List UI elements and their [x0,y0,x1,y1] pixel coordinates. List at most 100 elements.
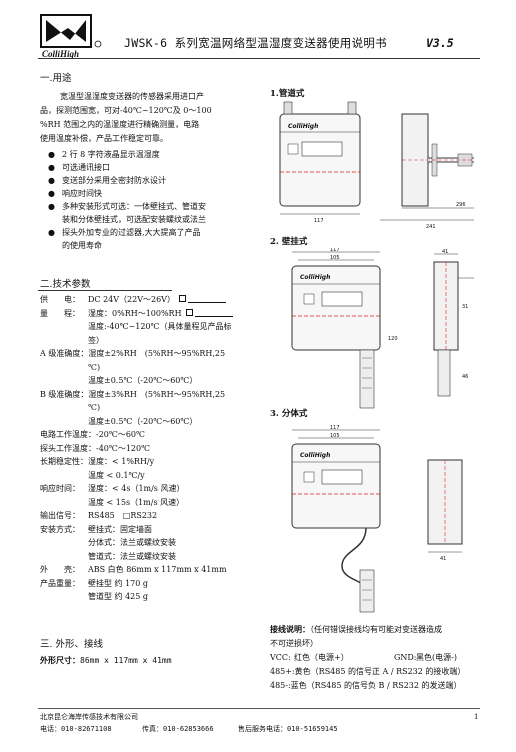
usage-line: 使用温度补偿，产品工作稳定可靠。 [40,134,168,143]
bullet-icon: ● [48,202,55,211]
usage-paragraph: 宽温型温湿度变送器的传感器采用进口产 品，探测范围宽，可对-40℃~120℃及 … [40,90,268,146]
section-heading-outline: 三. 外形、接线 [40,639,104,650]
feature-text: 多种安装形式可选：一体壁挂式、管道安装和分体壁挂式，可选配安装螺纹或法兰 [62,200,206,226]
spec-value: 温度 < 15s（1m/s 风速） [88,497,185,507]
feature-line: 可选通讯接口 [62,163,110,172]
spec-row: 输出信号：RS485 □RS232 [40,509,270,523]
fig1-dim-241: 241 [426,224,436,230]
spec-label: 电路工作温度： [40,430,96,439]
feature-line: 探头外加专业的过滤器,大大提高了产品 [62,228,201,237]
footer-company: 北京昆仑海岸传感技术有限公司 [40,713,138,721]
spec-row: 产品重量： 壁挂型 约 170 g [40,577,270,591]
spec-value: 温度 < 0.1℃/y [88,470,145,480]
bullet-icon: ● [48,150,55,159]
spec-row: 电路工作温度：-20℃～60℃ [40,428,270,442]
spec-row: 探头工作温度：-40℃～120℃ [40,442,270,456]
vcc-value: 红色（电源+） [294,653,349,662]
fig2-brand: ColliHigh [300,274,330,281]
wiring-heading: 接线说明： [270,624,310,634]
spec-value: 湿度：< 4s（1m/s 风速） [88,484,185,493]
feature-text: 2 行 8 字符液晶显示温湿度 [62,148,160,161]
spec-value: 湿度±3%RH (5%RH～95%RH,25 [88,389,226,399]
fig2-dim-41: 41 [442,249,448,255]
wiring-a-row: 485+:黄色（RS485 的信号正 A / RS232 的接收端） [270,665,482,679]
spec-label: 输出信号： [40,511,80,520]
footer-fax: 传真：010-62853666 [142,725,214,733]
document-title: JWSK-6 系列宽温网络型温湿度变送器使用说明书 [124,36,387,50]
feature-line: 变送部分采用全密封防水设计 [62,176,166,185]
spec-value: 温度±0.5℃（-20℃～60℃） [88,416,198,426]
spec-label: A 级准确度： [40,349,89,358]
fig2-dim-120: 120 [388,336,398,342]
figure-wall-mount: 117 105 ColliHigh 41 31 46 120 [262,247,482,422]
fig2-dim-105: 105 [330,255,340,261]
outline-size-value: 86mm x 117mm x 41mm [80,656,172,665]
spec-row: A 级准确度：湿度±2%RH (5%RH～95%RH,25 [40,347,270,361]
spec-value: -20℃～60℃ [96,430,145,439]
b-value: 蓝色（RS485 的信号负 B / RS232 的发送端） [290,681,462,690]
header-divider [38,58,480,59]
spec-label: B 级准确度： [40,389,89,399]
fig3-dim-117: 117 [330,425,340,431]
footer-service: 售后服务电话：010-51659145 [238,725,338,733]
spec-label: 产品重量： [40,578,80,588]
spec-label: 长期稳定性： [40,457,88,466]
spec-label: 外 壳： [40,565,80,574]
spec-row: 响应时间： 湿度：< 4s（1m/s 风速） [40,482,270,496]
usage-line: 宽温型温湿度变送器的传感器采用进口产 [60,92,204,101]
spec-value: 湿度：0%RH～100%RH [88,308,182,318]
b-label: 485-: [270,681,291,690]
feature-line: 多种安装形式可选：一体壁挂式、管道安 [62,202,206,211]
feature-item: ● 2 行 8 字符液晶显示温湿度 [48,148,272,161]
spec-row: B 级准确度：湿度±3%RH (5%RH～95%RH,25 [40,388,270,402]
wiring-b-row: 485-:蓝色（RS485 的信号负 B / RS232 的发送端） [270,679,482,693]
spec-row: ℃) [40,401,270,415]
spec-row: 量 程： 湿度：0%RH～100%RH [40,307,270,321]
spec-label: 安装方式： [40,524,80,534]
spec-value: 壁挂型 约 170 g [88,578,149,588]
spec-row: 签） [40,334,270,348]
spec-label: 响应时间： [40,484,80,493]
spec-row: 分体式：法兰或螺纹安装 [40,536,270,550]
spec-row: 温度 < 0.1℃/y [40,469,270,483]
spec-value: ABS 白色 86mm x 117mm x 41mm [88,565,227,574]
spec-row: 安装方式：壁挂式：固定墙面 [40,523,270,537]
section-heading-usage: 一.用途 [40,73,72,84]
bullet-icon: ● [48,189,55,198]
a-label: 485+: [270,667,295,676]
wiring-notes: 接线说明：（任何错误接线均有可能对变送器造成 不可逆损坏） VCC:红色（电源+… [270,622,482,693]
gnd-label: GND: [394,653,417,662]
spec-value: 管道型 约 425 g [88,592,149,601]
figure-split-mount: 117 105 ColliHigh 41 [262,420,482,624]
feature-line: 装和分体壁挂式，可选配安装螺纹或法兰 [62,215,206,224]
vcc-label: VCC: [270,653,291,662]
a-value: 黄色（RS485 的信号正 A / RS232 的接收端） [294,667,466,676]
wiring-warning: （任何错误接线均有可能对变送器造成 [310,625,442,634]
figure-duct-mount: ColliHigh 117 296 241 [262,100,482,234]
spec-label: 量 程： [40,308,80,318]
section-heading-specs: 二.技术参数 [40,279,91,290]
gnd-value: 黑色(电源-) [416,653,457,662]
feature-item: ●变送部分采用全密封防水设计 [48,174,272,187]
footer-tel: 电话：010-82671108 [40,725,112,733]
spec-row: 温度 < 15s（1m/s 风速） [40,496,270,510]
spec-value: 湿度：< 1%RH/y [88,457,155,466]
spec-row: 管道型 约 425 g [40,590,270,604]
feature-item: ● 多种安装形式可选：一体壁挂式、管道安装和分体壁挂式，可选配安装螺纹或法兰 [48,200,272,226]
footer-divider [38,708,480,709]
figure-caption-split: 3. 分体式 [270,409,308,419]
wiring-vcc-row: VCC:红色（电源+） GND:黑色(电源-) [270,651,482,665]
fill-in-blank [187,294,226,303]
footer-page-number: 1 [474,713,479,721]
feature-list: ● 2 行 8 字符液晶显示温湿度 ● 可选通讯接口 ●变送部分采用全密封防水设计 ● 响应… [48,148,272,252]
fig1-dim-117: 117 [314,218,324,224]
feature-line: 2 行 8 字符液晶显示温湿度 [62,150,160,159]
spec-label: 探头工作温度： [40,443,96,453]
wiring-heading-line: 接线说明：（任何错误接线均有可能对变送器造成 [270,622,482,637]
outline-size-label: 外形尺寸： [40,655,80,665]
feature-text: 响应时间快 [62,187,102,200]
usage-line: 品，探测范围宽，可对-40℃~120℃及 0～100 [40,106,212,115]
fig1-brand: ColliHigh [288,123,318,130]
spec-label: 供 电： [40,295,80,304]
spec-row: 温度±0.5℃（-20℃～60℃） [40,374,270,388]
